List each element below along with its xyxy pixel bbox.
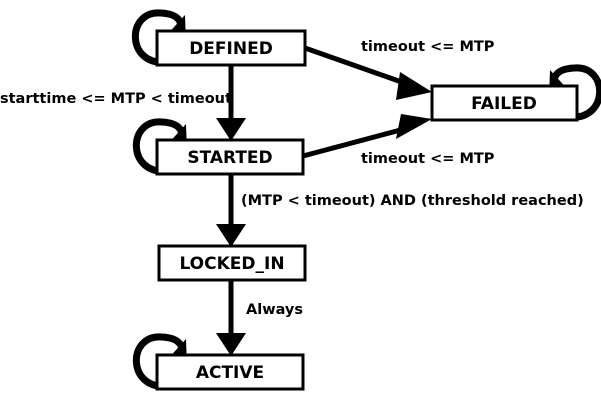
state-box-defined xyxy=(155,29,307,67)
edge-label-defined-to-failed: timeout <= MTP xyxy=(361,39,495,55)
state-label-active: ACTIVE xyxy=(196,363,264,383)
arrowhead-defined-to-started xyxy=(216,118,246,141)
edge-started-to-failed[interactable] xyxy=(302,114,432,159)
state-node-locked-in[interactable]: LOCKED_IN xyxy=(157,244,307,282)
state-label-failed: FAILED xyxy=(471,94,537,114)
state-node-active[interactable]: ACTIVE xyxy=(155,353,305,391)
arrowhead-defined-to-failed xyxy=(396,72,432,100)
state-node-failed[interactable]: FAILED xyxy=(430,84,579,122)
edge-defined-to-failed[interactable] xyxy=(304,45,432,100)
edge-started-to-locked-in[interactable] xyxy=(216,174,246,247)
arrowhead-locked-in-to-active xyxy=(216,333,246,356)
state-box-started xyxy=(155,138,305,176)
edge-defined-to-started[interactable] xyxy=(216,65,246,141)
state-label-defined: DEFINED xyxy=(189,39,273,59)
arrowhead-started-to-failed xyxy=(396,114,432,139)
state-node-defined[interactable]: DEFINED xyxy=(155,29,307,67)
edge-locked-in-to-active[interactable] xyxy=(216,280,246,356)
state-box-active xyxy=(155,353,305,391)
edge-label-started-to-failed: timeout <= MTP xyxy=(361,151,495,167)
state-box-locked-in xyxy=(157,244,307,282)
edge-label-locked-in-to-active: Always xyxy=(246,302,303,318)
edge-label-started-to-locked-in: (MTP < timeout) AND (threshold reached) xyxy=(241,193,584,209)
state-box-failed xyxy=(430,84,579,122)
state-label-started: STARTED xyxy=(187,148,272,168)
edge-label-defined-to-started: starttime <= MTP < timeout xyxy=(0,91,232,107)
arrowhead-started-to-locked-in xyxy=(216,224,246,247)
state-label-locked-in: LOCKED_IN xyxy=(179,254,284,274)
state-node-started[interactable]: STARTED xyxy=(155,138,305,176)
